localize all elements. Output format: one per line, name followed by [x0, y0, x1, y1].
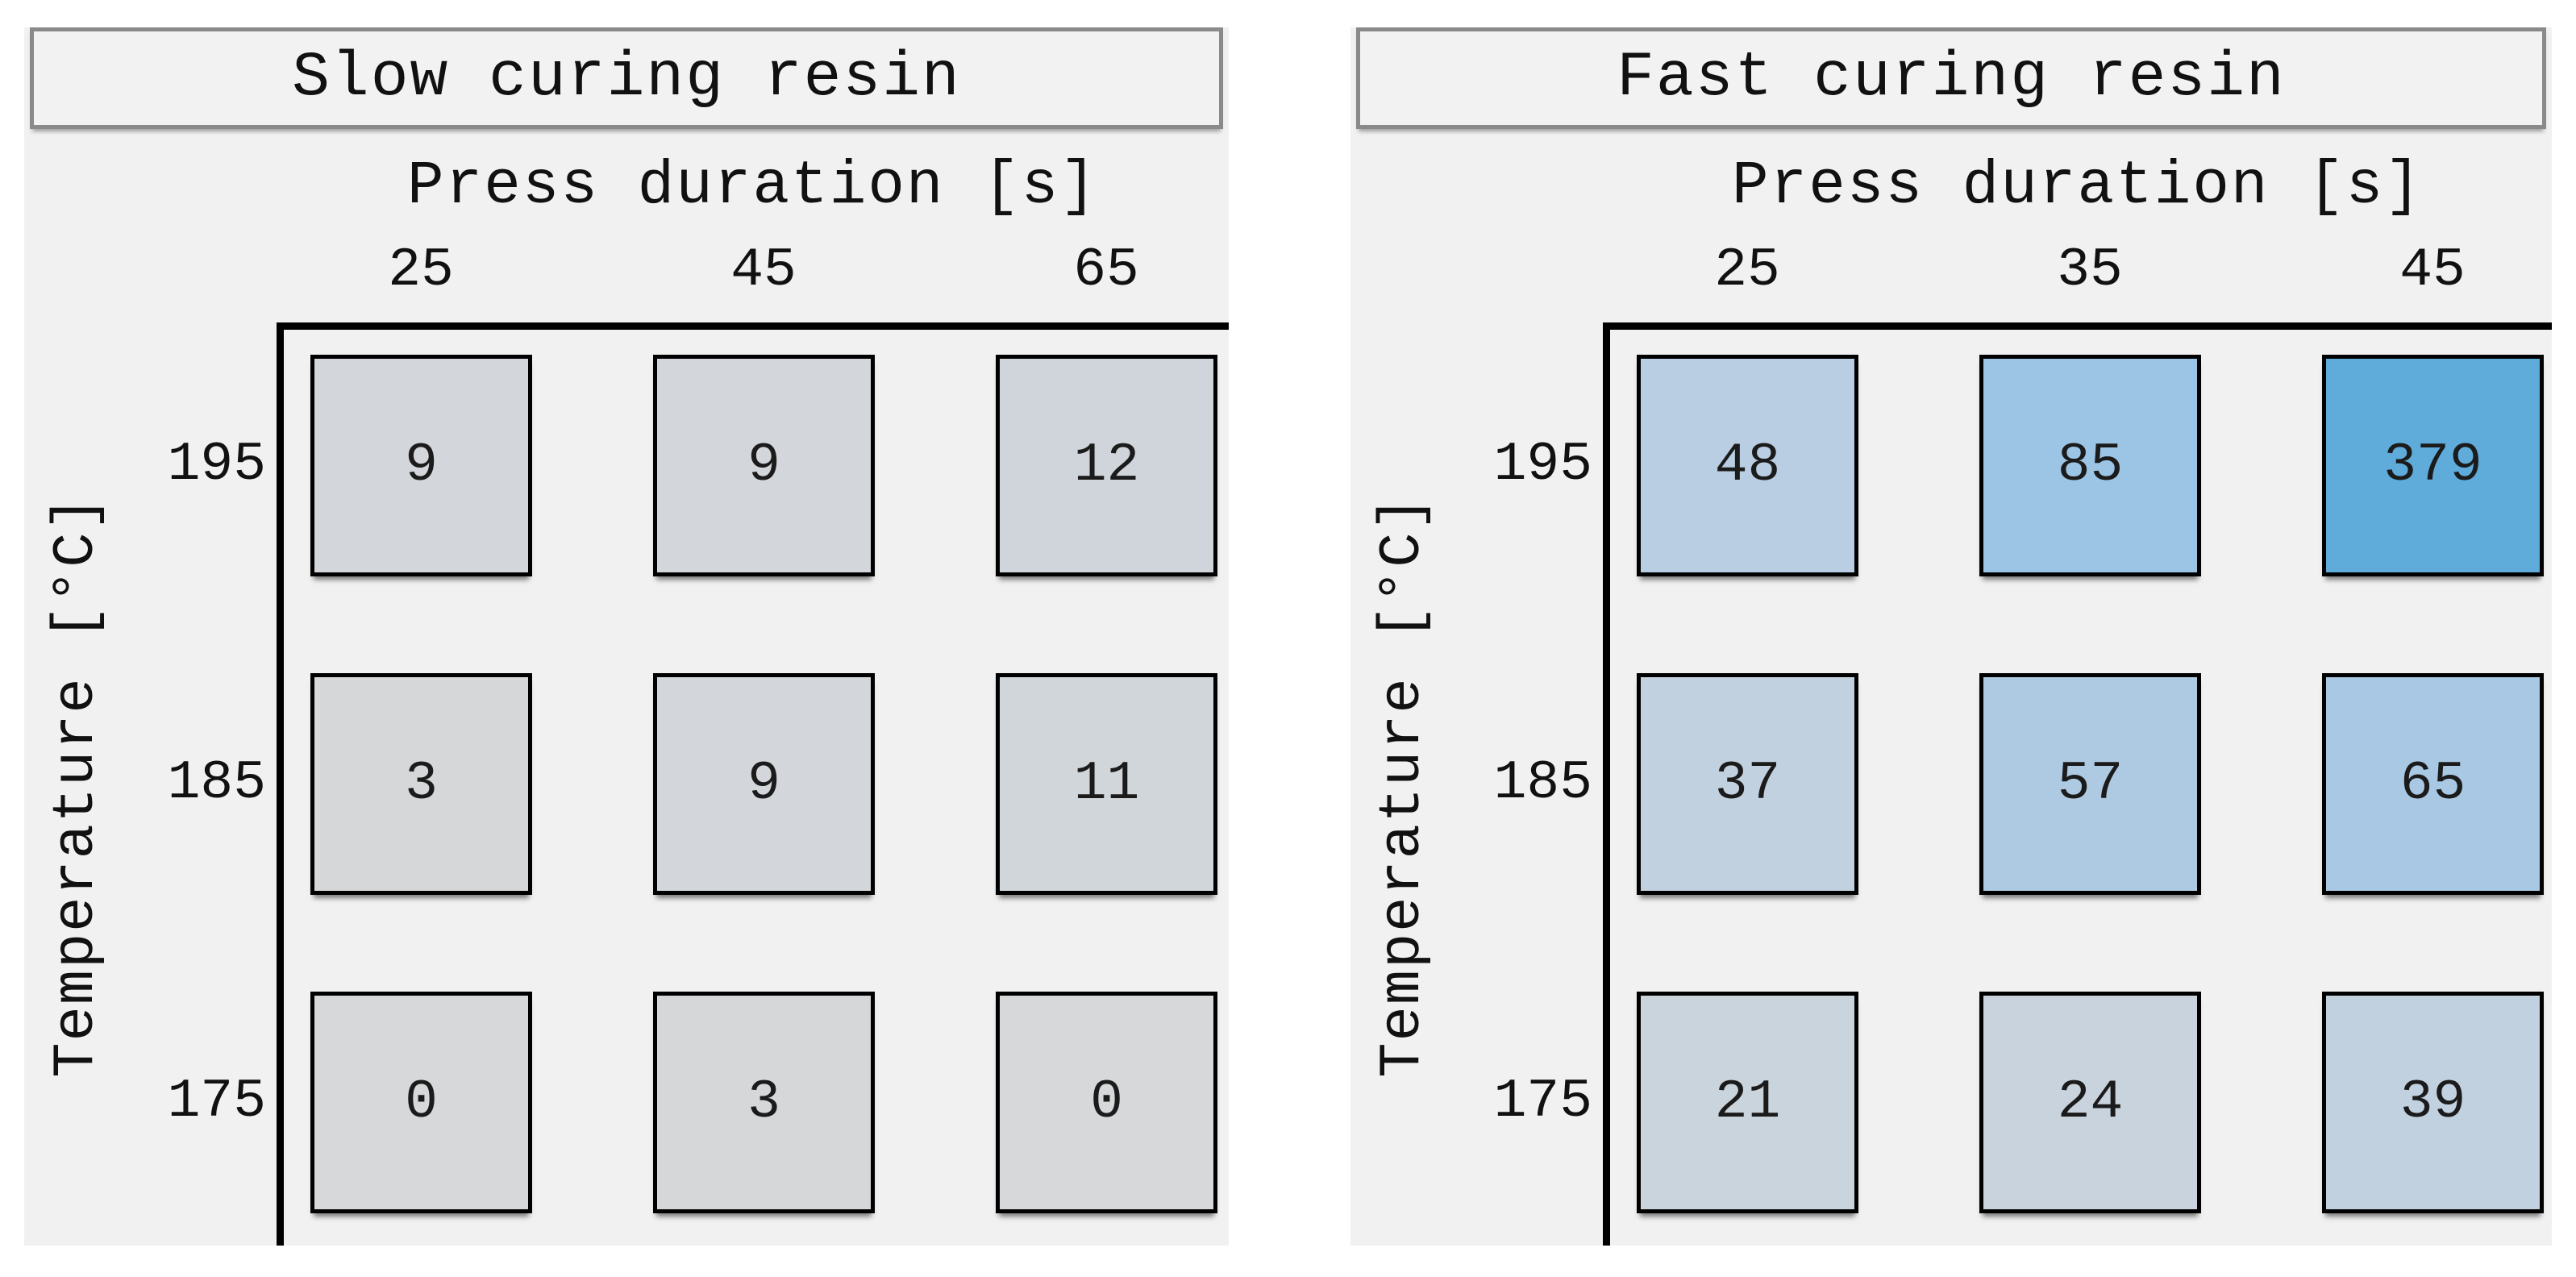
heatmap-cell: 379	[2322, 355, 2544, 576]
y-tick-label: 185	[167, 752, 266, 814]
heatmap-cell: 0	[996, 992, 1217, 1213]
cell-value: 39	[2399, 1071, 2466, 1133]
cell-value: 65	[2399, 753, 2466, 815]
cell-value: 3	[747, 1071, 780, 1133]
cell-value: 21	[1714, 1071, 1781, 1133]
panel-fast-curing-resin: Fast curing resin Press duration [s] 25 …	[1350, 27, 2552, 1246]
x-axis-title: Press duration [s]	[407, 152, 1098, 221]
cell-value: 24	[2057, 1071, 2124, 1133]
y-tick-label: 185	[1493, 752, 1592, 814]
cell-value: 3	[405, 753, 438, 815]
panel-title: Slow curing resin	[292, 43, 961, 114]
heatmap-cell: 3	[310, 673, 532, 895]
heatmap-cell: 65	[2322, 673, 2544, 895]
panel-title-box: Fast curing resin	[1356, 27, 2546, 129]
heatmap-cell: 3	[653, 992, 875, 1213]
heatmap-cell: 48	[1637, 355, 1858, 576]
x-tick-label: 35	[2057, 239, 2123, 302]
x-axis-title: Press duration [s]	[1732, 152, 2423, 221]
heatmap-cell: 9	[310, 355, 532, 576]
heatmap-cell: 9	[653, 355, 875, 576]
cell-value: 37	[1714, 753, 1781, 815]
x-tick-label: 45	[2399, 239, 2466, 302]
heatmap-cell: 85	[1979, 355, 2201, 576]
axis-spine-top	[1603, 322, 2552, 330]
y-tick-label: 195	[1493, 434, 1592, 496]
y-tick-label: 175	[167, 1071, 266, 1133]
heatmap-cell: 39	[2322, 992, 2544, 1213]
cell-value: 48	[1714, 435, 1781, 497]
heatmap-cell: 0	[310, 992, 532, 1213]
panel-slow-curing-resin: Slow curing resin Press duration [s] 25 …	[24, 27, 1229, 1246]
panel-title-box: Slow curing resin	[30, 27, 1223, 129]
y-tick-label: 175	[1493, 1071, 1592, 1133]
y-axis-title: Temperature [°C]	[1370, 494, 1436, 1078]
cell-value: 0	[1090, 1071, 1123, 1133]
cell-value: 9	[405, 435, 438, 497]
x-tick-label: 25	[1714, 239, 1780, 302]
y-axis-title: Temperature [°C]	[44, 494, 110, 1078]
heatmap-cell: 57	[1979, 673, 2201, 895]
cell-value: 0	[405, 1071, 438, 1133]
cell-value: 11	[1073, 753, 1140, 815]
axis-spine-left	[1603, 322, 1610, 1246]
x-tick-label: 65	[1073, 239, 1139, 302]
cell-value: 12	[1073, 435, 1140, 497]
heatmap-cell: 11	[996, 673, 1217, 895]
heatmap-cell: 9	[653, 673, 875, 895]
cell-value: 9	[747, 753, 780, 815]
panel-title: Fast curing resin	[1617, 43, 2286, 114]
cell-value: 379	[2383, 435, 2482, 497]
cell-value: 57	[2057, 753, 2124, 815]
y-tick-label: 195	[167, 434, 266, 496]
x-tick-label: 25	[388, 239, 454, 302]
heatmap-cell: 12	[996, 355, 1217, 576]
heatmap-cell: 37	[1637, 673, 1858, 895]
heatmap-cell: 21	[1637, 992, 1858, 1213]
axis-spine-top	[277, 322, 1229, 330]
x-tick-label: 45	[730, 239, 797, 302]
cell-value: 85	[2057, 435, 2124, 497]
cell-value: 9	[747, 435, 780, 497]
axis-spine-left	[277, 322, 284, 1246]
heatmap-cell: 24	[1979, 992, 2201, 1213]
